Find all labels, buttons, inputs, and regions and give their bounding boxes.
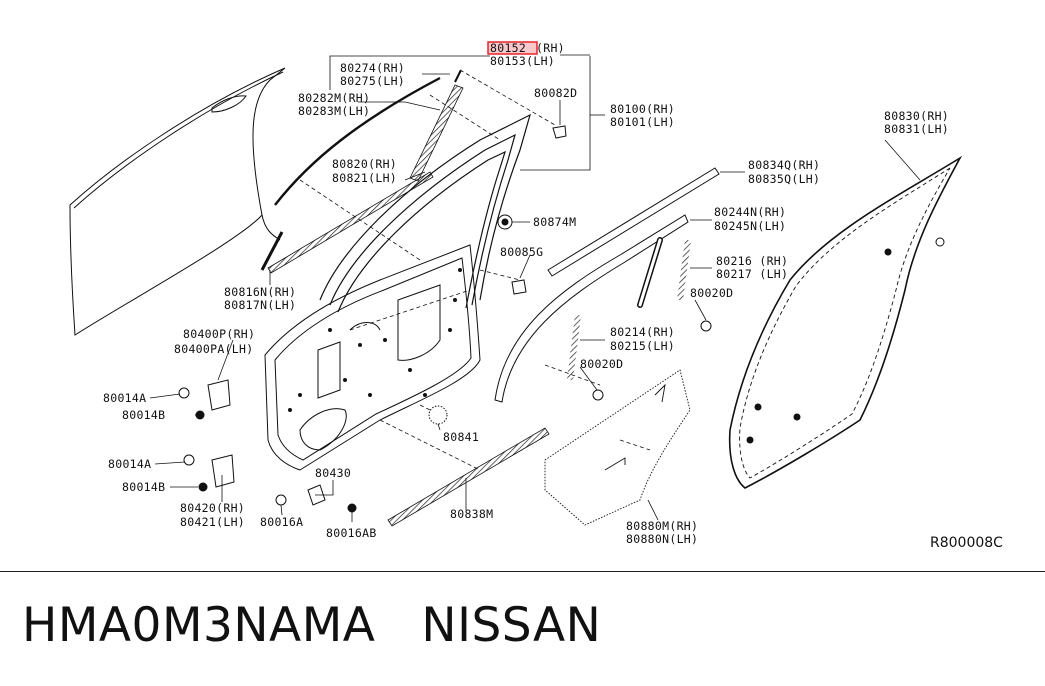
label-80820: 80820(RH) [332,157,397,171]
door-inner-panel [264,244,481,471]
part-labels: 80152 (RH) 80153(LH) 80274(RH) 80275(LH)… [103,41,1003,551]
label-80020-upper: 80020D [690,286,733,300]
label-80152-rh: (RH) [536,41,565,55]
label-80400pa: 80400PA(LH) [174,342,253,356]
label-80841: 80841 [443,430,479,444]
label-80275: 80275(LH) [340,74,405,88]
label-80282: 80282M(RH) [298,91,370,105]
label-80082: 80082D [534,86,577,100]
label-80020-lower: 80020D [580,357,623,371]
label-80085: 80085G [500,245,543,259]
label-80831: 80831(LH) [884,122,949,136]
belt-moulding-upper [409,69,464,182]
label-80016a: 80016A [260,515,303,529]
part-number: HMA0M3NAMA [22,598,376,653]
label-80830: 80830(RH) [884,109,949,123]
highlight-box [487,41,538,55]
label-80274: 80274(RH) [340,61,405,75]
belt-weatherstrip [267,171,434,274]
label-80244: 80244N(RH) [714,205,786,219]
rear-channel [567,237,691,381]
weatherstrip-top [274,76,441,206]
label-80283: 80283M(LH) [298,104,370,118]
brand-name: NISSAN [421,598,602,653]
label-80874: 80874M [533,215,576,229]
label-80014a-upper: 80014A [103,391,146,405]
door-outer-panel [69,67,286,336]
label-80014b-lower: 80014B [122,480,165,494]
label-80835: 80835Q(LH) [748,172,820,186]
label-80101: 80101(LH) [610,115,675,129]
label-80014a-lower: 80014A [108,457,151,471]
label-80880m: 80880M(RH) [626,519,698,533]
label-80014b-upper: 80014B [122,408,165,422]
label-80216: 80216 (RH) [716,254,788,268]
parts-diagram: 80152 (RH) 80153(LH) 80274(RH) 80275(LH)… [69,41,1003,551]
label-80816: 80816N(RH) [224,285,296,299]
label-80834: 80834Q(RH) [748,158,820,172]
label-80100: 80100(RH) [610,102,675,116]
label-80421: 80421(LH) [180,515,245,529]
diagram-reference: R800008C [930,535,1003,551]
label-80817: 80817N(LH) [224,298,296,312]
label-80430: 80430 [315,466,351,480]
inside-belt-moulding [387,427,550,527]
label-80821: 80821(LH) [332,171,397,185]
door-inner-holes [288,268,462,412]
label-80152: 80152 [490,41,526,55]
leader-lines [149,54,921,522]
sealing-screen [544,369,691,526]
label-80880n: 80880N(LH) [626,532,698,546]
label-80245: 80245N(LH) [714,219,786,233]
door-sash-frame [319,113,531,313]
label-80217: 80217 (LH) [716,267,788,281]
label-80214: 80214(RH) [610,325,675,339]
outside-belt-moulding [547,167,720,277]
label-80420: 80420(RH) [180,501,245,515]
label-80400p: 80400P(RH) [183,327,255,341]
sash-strip [494,214,689,403]
label-80838: 80838M [450,507,493,521]
door-weatherstrip [728,155,963,489]
label-80016ab: 80016AB [326,526,377,540]
footer-divider [0,571,1045,572]
label-80215: 80215(LH) [610,339,675,353]
hinges-and-check [207,379,326,506]
label-80153: 80153(LH) [490,54,555,68]
footer: HMA0M3NAMA NISSAN [22,598,601,653]
partition-sash [260,231,284,271]
fasteners [178,125,945,513]
